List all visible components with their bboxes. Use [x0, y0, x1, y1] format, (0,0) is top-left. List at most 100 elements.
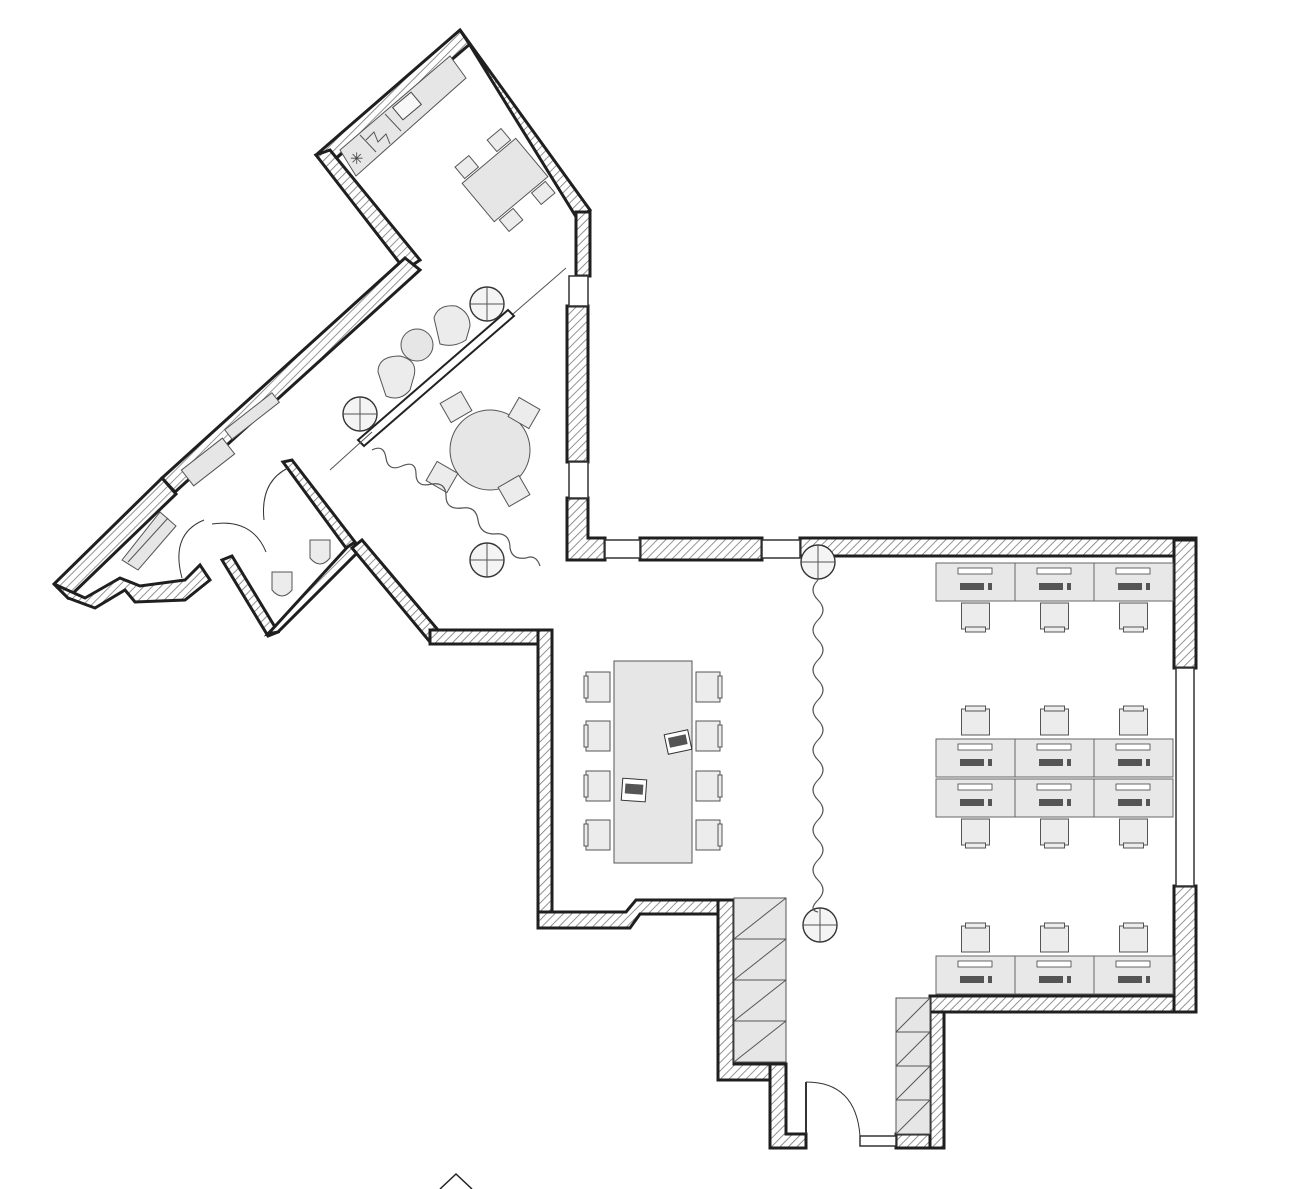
- round-meeting-table: [425, 390, 541, 508]
- office-chair: [1119, 818, 1148, 846]
- wall-north-b: [798, 536, 1198, 558]
- keyboard: [1118, 799, 1142, 806]
- entry-storage: [733, 897, 931, 1135]
- monitor: [957, 743, 993, 751]
- plant-5: [802, 907, 838, 943]
- keyboard: [1039, 583, 1063, 590]
- toilet-1: [271, 571, 293, 597]
- window-north-a: [604, 539, 641, 559]
- keyboard: [960, 583, 984, 590]
- windows: [568, 275, 1195, 1147]
- office-chair: [1040, 708, 1069, 736]
- plants: [342, 286, 838, 943]
- wall-wc-top: [280, 458, 358, 551]
- sink: [391, 91, 423, 121]
- keyboard: [1039, 759, 1063, 766]
- monitor: [957, 783, 993, 791]
- workstations: [935, 562, 1174, 995]
- mouse: [988, 759, 992, 766]
- conference-table: [583, 660, 723, 864]
- monitor: [1115, 743, 1151, 751]
- wall-east-b: [1172, 884, 1198, 1014]
- desk: [935, 955, 1016, 995]
- wall-sw-horizontal: [428, 628, 554, 646]
- mouse: [1146, 759, 1150, 766]
- door-swing-2: [211, 522, 267, 553]
- monitor: [1036, 567, 1072, 575]
- lounge-bench: [356, 308, 516, 448]
- wall-wing-bottom: [52, 562, 213, 610]
- wall-south-east: [928, 996, 946, 1150]
- armchair-1: [377, 355, 416, 399]
- curtain-divider: [812, 579, 824, 913]
- monitor: [1036, 960, 1072, 968]
- keyboard: [1118, 976, 1142, 983]
- monitor: [1115, 960, 1151, 968]
- side-table: [400, 328, 434, 362]
- keyboard: [1039, 976, 1063, 983]
- monitor: [1115, 783, 1151, 791]
- keyboard: [1039, 799, 1063, 806]
- curtain-lounge: [371, 447, 541, 567]
- office-chair: [961, 925, 990, 953]
- entry-door: [805, 1081, 861, 1137]
- laptop-1: [663, 729, 693, 755]
- plant-2: [342, 396, 378, 432]
- window-east-upper: [568, 275, 589, 307]
- plant-1: [469, 286, 505, 322]
- wall-south-east-h: [928, 994, 1198, 1014]
- wall-east-upper: [574, 210, 592, 278]
- wall-east-mid: [565, 304, 590, 464]
- keyboard: [960, 759, 984, 766]
- mouse: [1067, 976, 1071, 983]
- kitchen-dining-table: [454, 127, 556, 233]
- office-chair: [1040, 818, 1069, 846]
- wall-south-step: [536, 898, 734, 930]
- office-chair: [1119, 925, 1148, 953]
- plant-3: [469, 542, 505, 578]
- monitor: [1036, 783, 1072, 791]
- toilet-2: [309, 539, 331, 565]
- office-chair: [1119, 708, 1148, 736]
- vanity: [180, 437, 236, 487]
- mouse: [988, 976, 992, 983]
- mouse: [988, 583, 992, 590]
- window-entry: [859, 1135, 897, 1147]
- window-east-mid: [568, 461, 589, 499]
- wall-north-a: [638, 536, 764, 562]
- monitor: [957, 960, 993, 968]
- mouse: [1146, 976, 1150, 983]
- keyboard: [960, 799, 984, 806]
- office-chair: [961, 708, 990, 736]
- keyboard: [1118, 759, 1142, 766]
- north-arrow: [439, 1172, 473, 1189]
- walls: [51, 27, 1198, 1150]
- wall-east-a: [1172, 538, 1198, 670]
- office-chair: [1040, 602, 1069, 630]
- storage-unit: [121, 511, 177, 571]
- window-east-large: [1175, 667, 1195, 887]
- monitor: [1115, 567, 1151, 575]
- mouse: [1067, 759, 1071, 766]
- wall-east-low: [565, 496, 607, 562]
- wall-entry-left: [768, 1062, 808, 1150]
- wall-west-vertical: [536, 628, 554, 916]
- lounge: [329, 305, 516, 471]
- plant-4: [800, 544, 836, 580]
- office-chair: [1119, 602, 1148, 630]
- mouse: [1067, 799, 1071, 806]
- mouse: [1146, 799, 1150, 806]
- wall-sw-diagonal: [349, 537, 440, 645]
- door-swing-3: [263, 467, 289, 521]
- office-chair: [1040, 925, 1069, 953]
- office-chair: [961, 602, 990, 630]
- wall-wc-left: [219, 554, 281, 638]
- window-north-b: [761, 539, 801, 559]
- armchair-2: [433, 305, 471, 346]
- keyboard: [960, 976, 984, 983]
- keyboard: [1118, 583, 1142, 590]
- wall-kitchen-west: [313, 27, 473, 170]
- mouse: [1146, 583, 1150, 590]
- mouse: [1067, 583, 1071, 590]
